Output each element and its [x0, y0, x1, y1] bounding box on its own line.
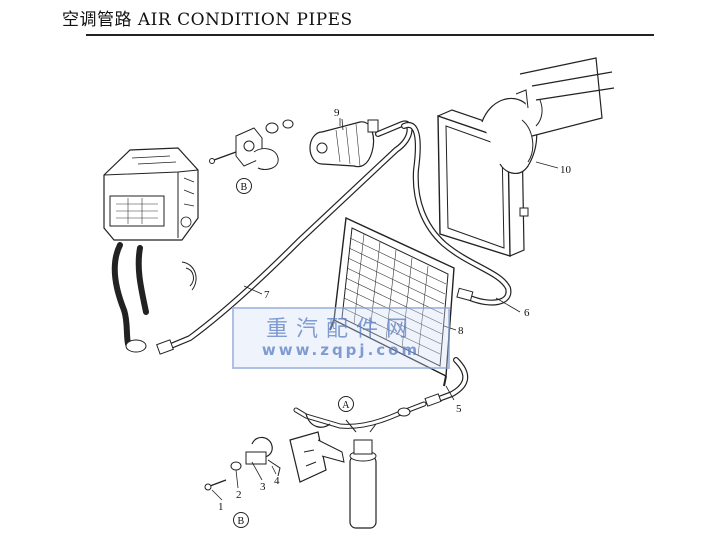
- pipe-6: [401, 122, 512, 306]
- receiver-drier: [289, 419, 377, 529]
- callout-7: 7: [264, 289, 270, 301]
- condenser: [329, 216, 455, 387]
- callout-6: 6: [524, 307, 530, 319]
- fastener-parts: B: [204, 436, 281, 528]
- callout-5: 5: [456, 403, 462, 415]
- watermark: 重汽配件网 www.zqpj.com: [232, 307, 450, 369]
- hvac-unit: [103, 147, 199, 353]
- radiator-assembly: [437, 57, 615, 257]
- callout-10: 10: [560, 164, 572, 176]
- circled-label-b-upper: B: [241, 182, 248, 193]
- callout-1: 1: [218, 501, 224, 513]
- callout-2: 2: [236, 489, 242, 501]
- watermark-title: 重汽配件网: [265, 317, 416, 342]
- bracket-detail-b: B: [209, 119, 294, 194]
- pipe-5: [424, 357, 469, 407]
- leader-lines: [243, 118, 559, 401]
- callout-3: 3: [260, 481, 266, 493]
- callout-9: 9: [334, 107, 340, 119]
- circled-label-b-lower: B: [238, 516, 245, 527]
- title-rule: [86, 34, 654, 36]
- circled-label-a: A: [342, 400, 350, 411]
- callout-4: 4: [274, 475, 280, 487]
- compressor: [309, 118, 379, 168]
- page-title: 空调管路 AIR CONDITION PIPES: [62, 10, 353, 30]
- callout-8: 8: [458, 325, 464, 337]
- watermark-url: www.zqpj.com: [261, 341, 421, 359]
- pipe-a: A: [293, 396, 427, 429]
